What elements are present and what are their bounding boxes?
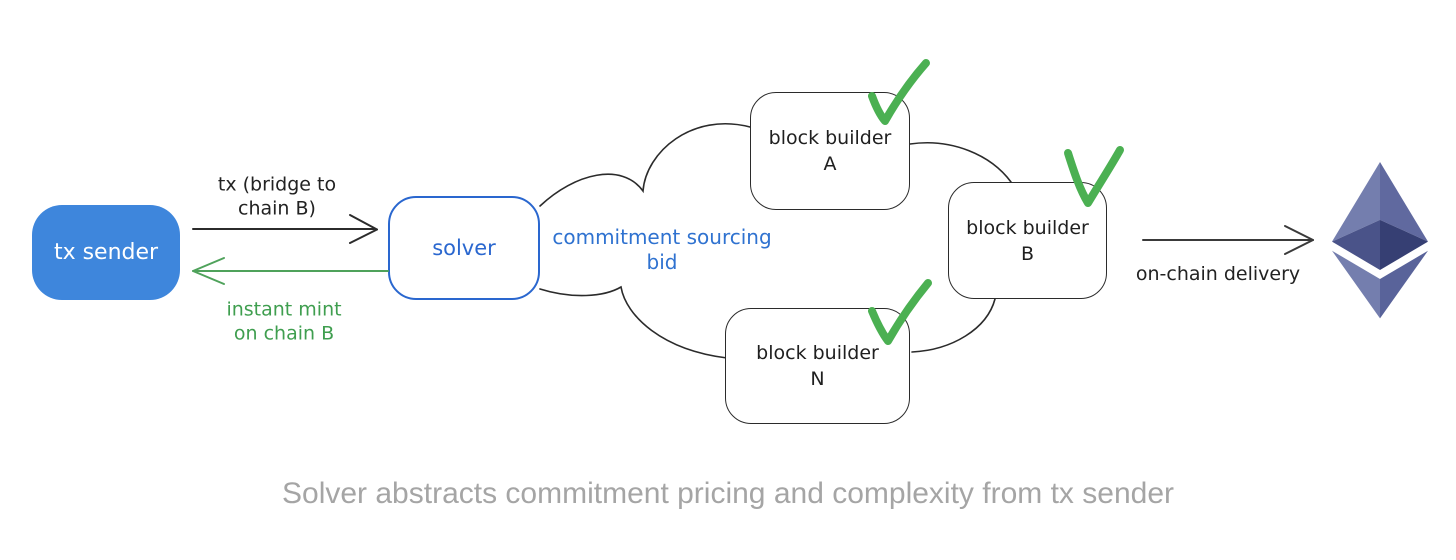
ethereum-icon bbox=[1332, 162, 1428, 319]
solver-label: solver bbox=[432, 236, 496, 260]
checkmark-icon-builder-b bbox=[1064, 146, 1124, 207]
instant-mint-label: instant mint on chain B bbox=[226, 298, 342, 344]
checkmark-icon-builder-a bbox=[868, 59, 930, 125]
block-builder-n-title: block builder bbox=[756, 342, 879, 364]
on-chain-delivery-label: on-chain delivery bbox=[1135, 263, 1301, 286]
block-builder-n-letter: N bbox=[810, 368, 825, 390]
tx-sender-node: tx sender bbox=[32, 205, 180, 300]
block-builder-b-node: block builder B bbox=[948, 182, 1107, 299]
on-chain-delivery-arrow-icon bbox=[1142, 225, 1314, 255]
checkmark-icon-builder-n bbox=[868, 279, 932, 345]
instant-mint-arrow-icon bbox=[192, 257, 389, 285]
solver-node: solver bbox=[388, 196, 540, 300]
commitment-sourcing-bid-label: commitment sourcing bid bbox=[552, 225, 772, 274]
cloud-icon bbox=[539, 122, 1012, 359]
block-builder-a-title: block builder bbox=[768, 127, 892, 149]
tx-arrow-label: tx (bridge to chain B) bbox=[217, 173, 337, 219]
block-builder-a-letter: A bbox=[823, 153, 837, 175]
tx-sender-label: tx sender bbox=[53, 240, 159, 265]
tx-forward-arrow-icon bbox=[192, 214, 378, 244]
diagram-caption: Solver abstracts commitment pricing and … bbox=[282, 477, 1174, 510]
block-builder-b-title: block builder bbox=[966, 216, 1089, 239]
block-builder-b-letter: B bbox=[1020, 242, 1035, 265]
